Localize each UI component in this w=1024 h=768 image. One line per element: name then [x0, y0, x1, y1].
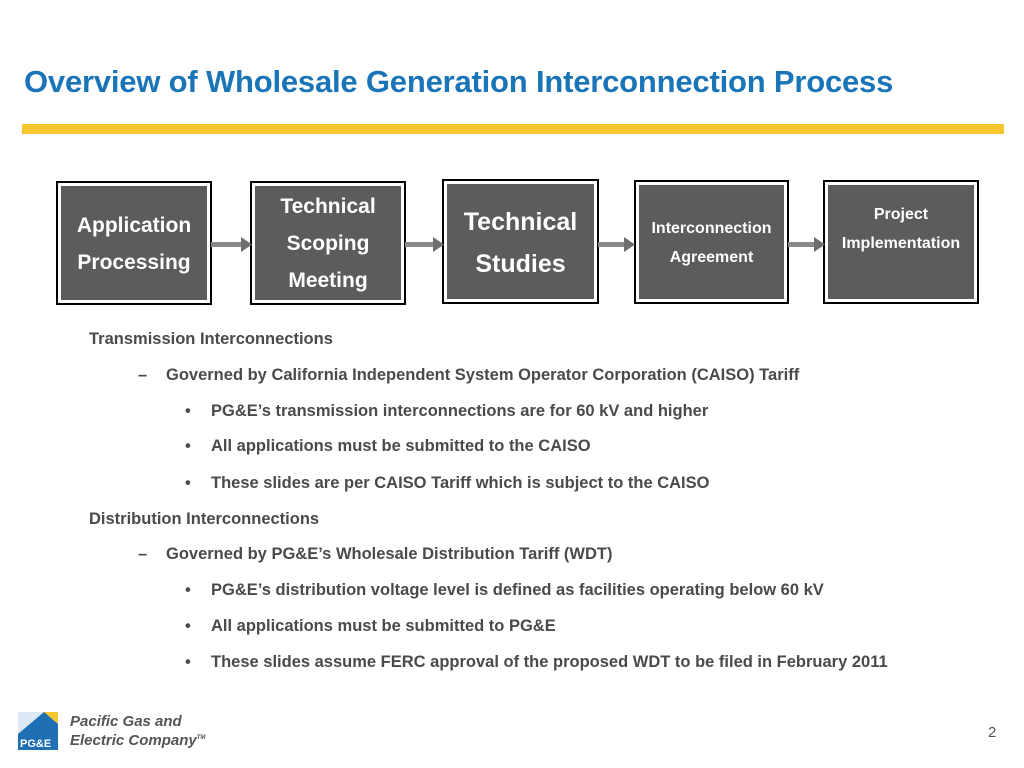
step-label-line: Agreement [669, 249, 754, 266]
logo-wordmark: Pacific Gas and Electric CompanyTM [70, 712, 206, 749]
bullet-marker: • [185, 437, 191, 455]
step-label-line: Implementation [841, 235, 961, 252]
step-label-line: Meeting [288, 269, 368, 292]
bullet-marker: • [185, 581, 191, 599]
step-application-processing: Application Processing [56, 181, 212, 305]
list-item: These slides are per CAISO Tariff which … [211, 474, 710, 492]
list-item: PG&E’s distribution voltage level is def… [211, 581, 824, 599]
step-technical-studies: Technical Studies [442, 179, 599, 304]
list-item: These slides assume FERC approval of the… [211, 653, 888, 671]
bullet-marker: • [185, 474, 191, 492]
step-label-line: Scoping [286, 232, 370, 255]
list-item: PG&E’s transmission interconnections are… [211, 402, 709, 420]
flow-arrow-icon [211, 237, 252, 252]
flow-arrow-icon [788, 237, 825, 252]
pge-logo: PG&E Pacific Gas and Electric CompanyTM [18, 712, 205, 750]
flow-arrow-icon [598, 237, 635, 252]
section-heading-distribution: Distribution Interconnections [89, 510, 320, 528]
logo-mark-text: PG&E [20, 738, 51, 750]
list-item: All applications must be submitted to th… [211, 437, 591, 455]
step-label-line: Processing [77, 251, 191, 274]
step-label-line: Interconnection [651, 220, 772, 237]
step-interconnection-agreement: Interconnection Agreement [634, 180, 789, 304]
step-label-line: Project [873, 206, 929, 223]
bullet-marker: • [185, 653, 191, 671]
logo-tm: TM [196, 734, 206, 741]
bullet-marker: • [185, 617, 191, 635]
logo-line-1: Pacific Gas and [70, 712, 182, 730]
step-label-line: Studies [475, 250, 566, 278]
section-heading-transmission: Transmission Interconnections [89, 330, 333, 348]
distribution-governance: Governed by PG&E’s Wholesale Distributio… [166, 545, 613, 563]
slide-title: Overview of Wholesale Generation Interco… [24, 64, 894, 99]
transmission-governance: Governed by California Independent Syste… [166, 366, 800, 384]
page-number: 2 [988, 724, 997, 741]
bullet-marker: • [185, 402, 191, 420]
dash-marker: – [138, 545, 148, 563]
step-label-line: Application [76, 214, 192, 237]
list-item: All applications must be submitted to PG… [211, 617, 556, 635]
pge-logo-icon: PG&E [18, 712, 58, 750]
logo-line-2: Electric Company [70, 731, 197, 749]
step-project-implementation: Project Implementation [823, 180, 979, 304]
dash-marker: – [138, 366, 148, 384]
flow-arrow-icon [405, 237, 444, 252]
title-underline [22, 124, 1004, 134]
step-technical-scoping-meeting: Technical Scoping Meeting [250, 181, 406, 305]
step-label-line: Technical [280, 195, 376, 218]
step-label-line: Technical [463, 208, 578, 236]
